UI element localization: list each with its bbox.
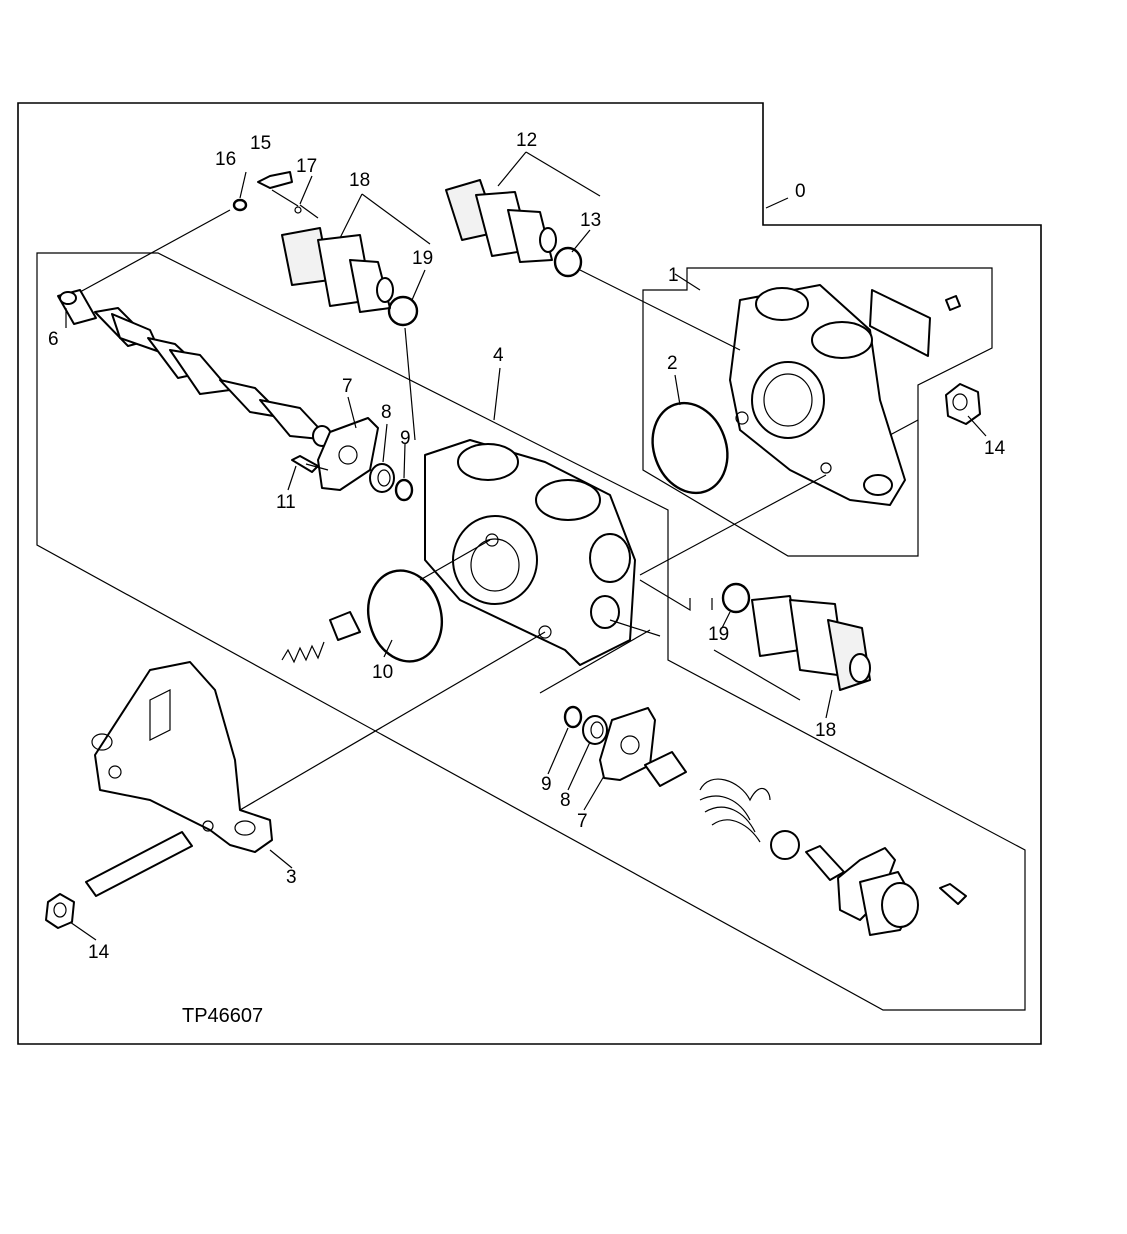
small-spring [281, 641, 325, 664]
callout-12: 12 [516, 130, 537, 151]
bracket-part-3 [91, 661, 273, 853]
lower-assembly-bracket [539, 629, 651, 694]
cover-plate-hole [338, 445, 358, 465]
sleeve [644, 751, 687, 787]
cover-plate-lower-hole [620, 735, 640, 755]
cover-plate-part-7-lower [599, 707, 656, 781]
callout-4: 4 [493, 345, 504, 366]
o-ring-part-2 [651, 401, 729, 495]
o-ring-part-13 [553, 246, 583, 278]
large-spring [699, 778, 771, 843]
bushing-part-8-upper [369, 463, 395, 493]
nut-part-14-upper [945, 383, 981, 425]
o-ring-part-10 [367, 569, 443, 663]
cartridge-part-12 [445, 179, 557, 263]
small-plug [329, 611, 361, 641]
callout-14a: 14 [984, 438, 1006, 459]
callout-7a: 7 [342, 376, 353, 397]
spool-part-6 [57, 289, 332, 447]
callout-19b: 19 [708, 624, 729, 645]
relief-valve-part-18-upper [281, 227, 394, 313]
callout-7b: 7 [577, 811, 588, 832]
screw-part-11 [291, 455, 319, 473]
callout-9a: 9 [400, 428, 411, 449]
relief-valve-part-18-lower [751, 595, 871, 691]
lower-bolt [805, 845, 845, 881]
washer-part-16 [232, 198, 248, 212]
o-ring-part-19-lower [721, 582, 751, 614]
callout-16: 16 [215, 149, 236, 170]
cover-plate-part-7-upper [317, 417, 379, 491]
subassembly-4-frame [36, 252, 1026, 1011]
callout-6: 6 [48, 329, 59, 350]
callout-13: 13 [580, 210, 601, 231]
callout-15: 15 [250, 133, 271, 154]
nameplate [869, 289, 931, 357]
leader-lines [65, 151, 987, 941]
spring-seat [770, 830, 800, 860]
callout-11: 11 [276, 492, 296, 513]
callout-1: 1 [668, 265, 679, 286]
nut-part-14-lower [45, 893, 75, 929]
o-ring-part-19-upper [387, 295, 419, 327]
callout-18b: 18 [815, 720, 836, 741]
end-cap [837, 847, 919, 936]
callout-8b: 8 [560, 790, 571, 811]
stud-bolt [85, 831, 193, 897]
outer-frame [17, 102, 1042, 1045]
callout-10: 10 [372, 662, 393, 683]
callout-18a: 18 [349, 170, 370, 191]
housing-part-1 [729, 284, 906, 506]
callout-17: 17 [296, 156, 317, 177]
callout-3: 3 [286, 867, 297, 888]
callout-8a: 8 [381, 402, 392, 423]
callout-2: 2 [667, 353, 678, 374]
end-cap-screw [939, 883, 967, 905]
callout-19a: 19 [412, 248, 433, 269]
o-ring-part-9-upper [394, 478, 414, 502]
bushing-part-8-lower [582, 715, 608, 745]
callout-0: 0 [795, 181, 806, 202]
o-ring-part-9-lower [563, 705, 583, 729]
reference-code: TP46607 [182, 1005, 263, 1027]
valve-body-part-4 [424, 439, 636, 666]
nameplate-screw [945, 295, 961, 311]
callout-9b: 9 [541, 774, 552, 795]
pin-part-15 [257, 171, 293, 189]
callout-14b: 14 [88, 942, 110, 963]
clip-part-17 [294, 206, 302, 214]
subassembly-1-frame [642, 267, 993, 557]
